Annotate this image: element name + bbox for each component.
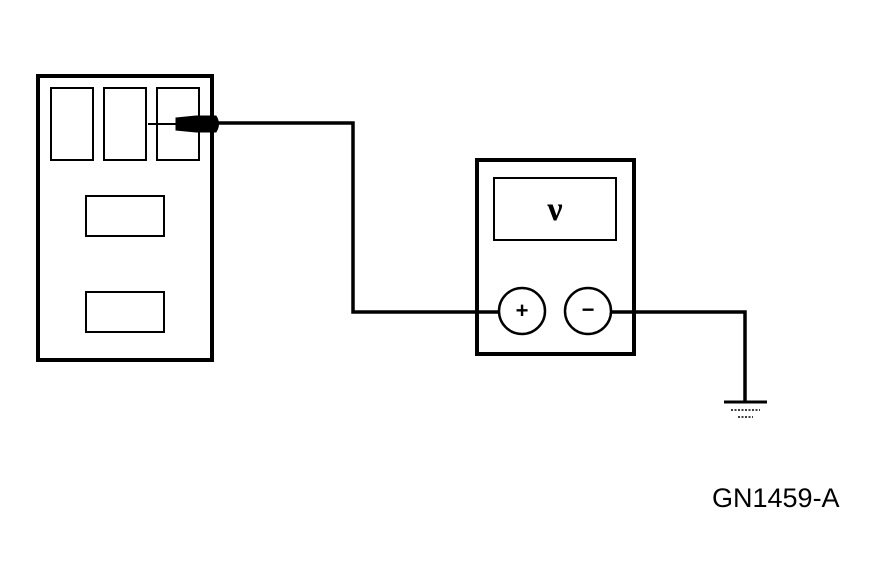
ground-icon bbox=[724, 400, 767, 418]
positive-wire bbox=[216, 121, 498, 314]
negative-terminal-label: − bbox=[582, 297, 595, 322]
fuse-slot-1 bbox=[50, 87, 94, 161]
relay-slot-2 bbox=[85, 291, 165, 333]
fuse-slot-2 bbox=[103, 87, 147, 161]
negative-wire bbox=[611, 310, 747, 402]
fuse-box-outline bbox=[36, 74, 214, 362]
positive-terminal bbox=[497, 286, 547, 336]
figure-id-label: GN1459-A bbox=[712, 483, 840, 513]
voltmeter-icon: ν + − bbox=[475, 158, 636, 356]
relay-slot-1 bbox=[85, 195, 165, 237]
voltmeter-display-symbol: ν bbox=[546, 191, 562, 228]
voltmeter-body bbox=[475, 158, 636, 356]
voltmeter-display bbox=[493, 177, 617, 241]
probe-connector-icon bbox=[148, 115, 219, 133]
positive-terminal-label: + bbox=[516, 298, 529, 323]
